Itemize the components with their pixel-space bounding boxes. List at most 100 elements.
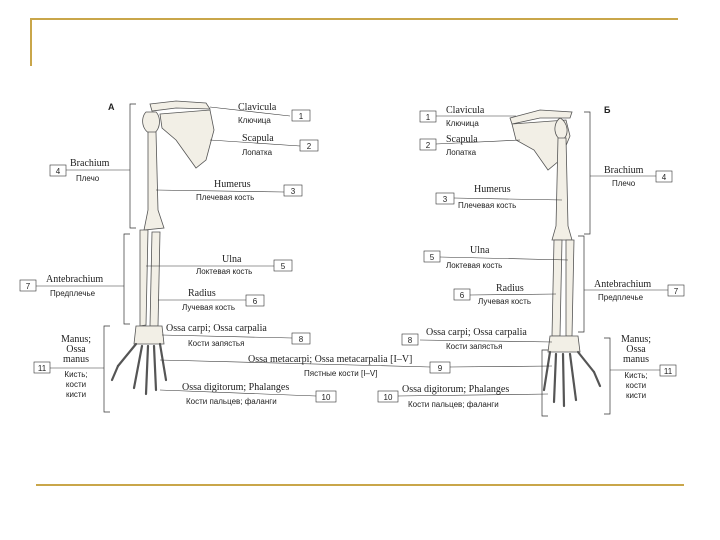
- label-russian: Кости пальцев; фаланги: [408, 400, 499, 409]
- label-number: 5: [430, 253, 435, 262]
- label-ulna-left: Ulna Локтевая кость 5: [196, 254, 292, 276]
- label-latin: Ulna: [470, 245, 490, 256]
- label-latin: Humerus: [214, 179, 251, 190]
- left-scapula: [160, 110, 214, 168]
- right-carpals: [548, 336, 580, 352]
- label-russian: Лопатка: [446, 148, 477, 157]
- label-russian: Кости запястья: [446, 342, 502, 351]
- label-latin-line: manus: [623, 354, 649, 365]
- label-humerus-right: 3 Humerus Плечевая кость: [436, 184, 516, 210]
- left-humerus-head: [143, 112, 160, 134]
- label-number: 7: [674, 287, 679, 296]
- label-latin: Ossa digitorum; Phalanges: [182, 382, 289, 393]
- left-carpals: [134, 326, 164, 344]
- label-latin: Scapula: [242, 133, 274, 144]
- label-number: 8: [408, 336, 413, 345]
- leader-9-right: [450, 366, 552, 367]
- label-number: 7: [26, 282, 31, 291]
- label-number: 2: [426, 141, 431, 150]
- left-ulna: [140, 230, 148, 326]
- label-russian-line: кости: [66, 380, 86, 389]
- label-antebrachium-right: Antebrachium Предплечье 7: [594, 279, 684, 302]
- label-russian-line: Кисть;: [624, 371, 647, 380]
- label-russian: Ключица: [238, 116, 271, 125]
- label-number: 11: [38, 364, 47, 373]
- label-russian: Предплечье: [50, 289, 96, 298]
- label-scapula-left: Scapula Лопатка 2: [242, 133, 318, 157]
- right-ulna: [566, 240, 574, 336]
- label-russian: Плечевая кость: [196, 193, 254, 202]
- label-russian-line: кости: [626, 381, 646, 390]
- label-latin: Ossa carpi; Ossa carpalia: [426, 327, 527, 338]
- label-latin: Brachium: [70, 158, 110, 169]
- label-number: 11: [664, 367, 673, 376]
- label-humerus-left: Humerus Плечевая кость 3: [196, 179, 302, 202]
- right-radius: [552, 240, 562, 336]
- left-bracket-manus: [104, 326, 110, 412]
- left-fingers: [112, 344, 166, 394]
- label-latin: Ossa digitorum; Phalanges: [402, 384, 509, 395]
- right-bracket-manus: [604, 338, 610, 414]
- leader-5-right: [440, 257, 568, 260]
- label-russian-line: кисти: [66, 390, 86, 399]
- label-russian: Плечо: [612, 179, 636, 188]
- label-number: 8: [299, 335, 304, 344]
- label-number: 1: [426, 113, 431, 122]
- label-latin: Ossa metacarpi; Ossa metacarpalia [I–V]: [248, 354, 412, 365]
- label-latin: Ulna: [222, 254, 242, 265]
- left-bracket-antebrachium: [124, 234, 130, 324]
- label-russian: Лопатка: [242, 148, 273, 157]
- label-number: 6: [460, 291, 465, 300]
- label-manus-right: Manus; Ossa manus 11 Кисть; кости кисти: [621, 334, 676, 400]
- label-latin: Radius: [496, 283, 524, 294]
- label-russian: Локтевая кость: [196, 267, 252, 276]
- label-manus-left: Manus; Ossa manus 11 Кисть; кости кисти: [34, 334, 91, 399]
- label-latin: Antebrachium: [594, 279, 651, 290]
- label-number: 2: [307, 142, 312, 151]
- label-russian: Предплечье: [598, 293, 644, 302]
- label-russian: Кости запястья: [188, 339, 244, 348]
- leader-3-left: [156, 190, 284, 192]
- label-latin: Humerus: [474, 184, 511, 195]
- right-fingers: [544, 352, 600, 406]
- right-bracket-antebrachium: [578, 236, 584, 332]
- label-latin: Antebrachium: [46, 274, 103, 285]
- label-number: 4: [662, 173, 667, 182]
- label-russian: Плечо: [76, 174, 100, 183]
- label-scapula-right: 2 Scapula Лопатка: [420, 134, 478, 157]
- label-number: 9: [438, 364, 443, 373]
- label-latin: Scapula: [446, 134, 478, 145]
- label-brachium-left: 4 Brachium Плечо: [50, 158, 110, 183]
- label-russian: Кости пальцев; фаланги: [186, 397, 277, 406]
- leader-8-left: [162, 335, 292, 338]
- panel-label-a: А: [108, 102, 115, 112]
- label-russian-line: кисти: [626, 391, 646, 400]
- left-arm-skeleton: [112, 101, 214, 394]
- label-clavicula-left: Clavicula Ключица 1: [238, 102, 310, 125]
- label-russian: Пястные кости [I–V]: [304, 369, 377, 378]
- label-russian: Локтевая кость: [446, 261, 502, 270]
- label-latin: Ossa carpi; Ossa carpalia: [166, 323, 267, 334]
- label-latin: Clavicula: [446, 105, 485, 116]
- label-number: 4: [56, 167, 61, 176]
- left-humerus: [144, 132, 164, 230]
- label-clavicula-right: 1 Clavicula Ключица: [420, 105, 485, 128]
- left-radius: [150, 232, 160, 326]
- label-carpals-right: 8 Ossa carpi; Ossa carpalia Кости запяст…: [402, 327, 527, 351]
- label-phalanges-right: 10 Ossa digitorum; Phalanges Кости пальц…: [378, 384, 509, 409]
- label-number: 3: [443, 195, 448, 204]
- label-latin: Radius: [188, 288, 216, 299]
- label-russian: Ключица: [446, 119, 479, 128]
- label-number: 3: [291, 187, 296, 196]
- left-bracket-brachium: [130, 104, 136, 228]
- right-arm-skeleton: [510, 110, 600, 406]
- label-russian: Лучевая кость: [478, 297, 531, 306]
- left-clavicle: [150, 101, 210, 111]
- label-metacarpals: Ossa metacarpi; Ossa metacarpalia [I–V] …: [248, 354, 450, 378]
- label-latin-line: manus: [63, 354, 89, 365]
- label-number: 5: [281, 262, 286, 271]
- label-number: 6: [253, 297, 258, 306]
- label-russian: Плечевая кость: [458, 201, 516, 210]
- label-russian: Лучевая кость: [182, 303, 235, 312]
